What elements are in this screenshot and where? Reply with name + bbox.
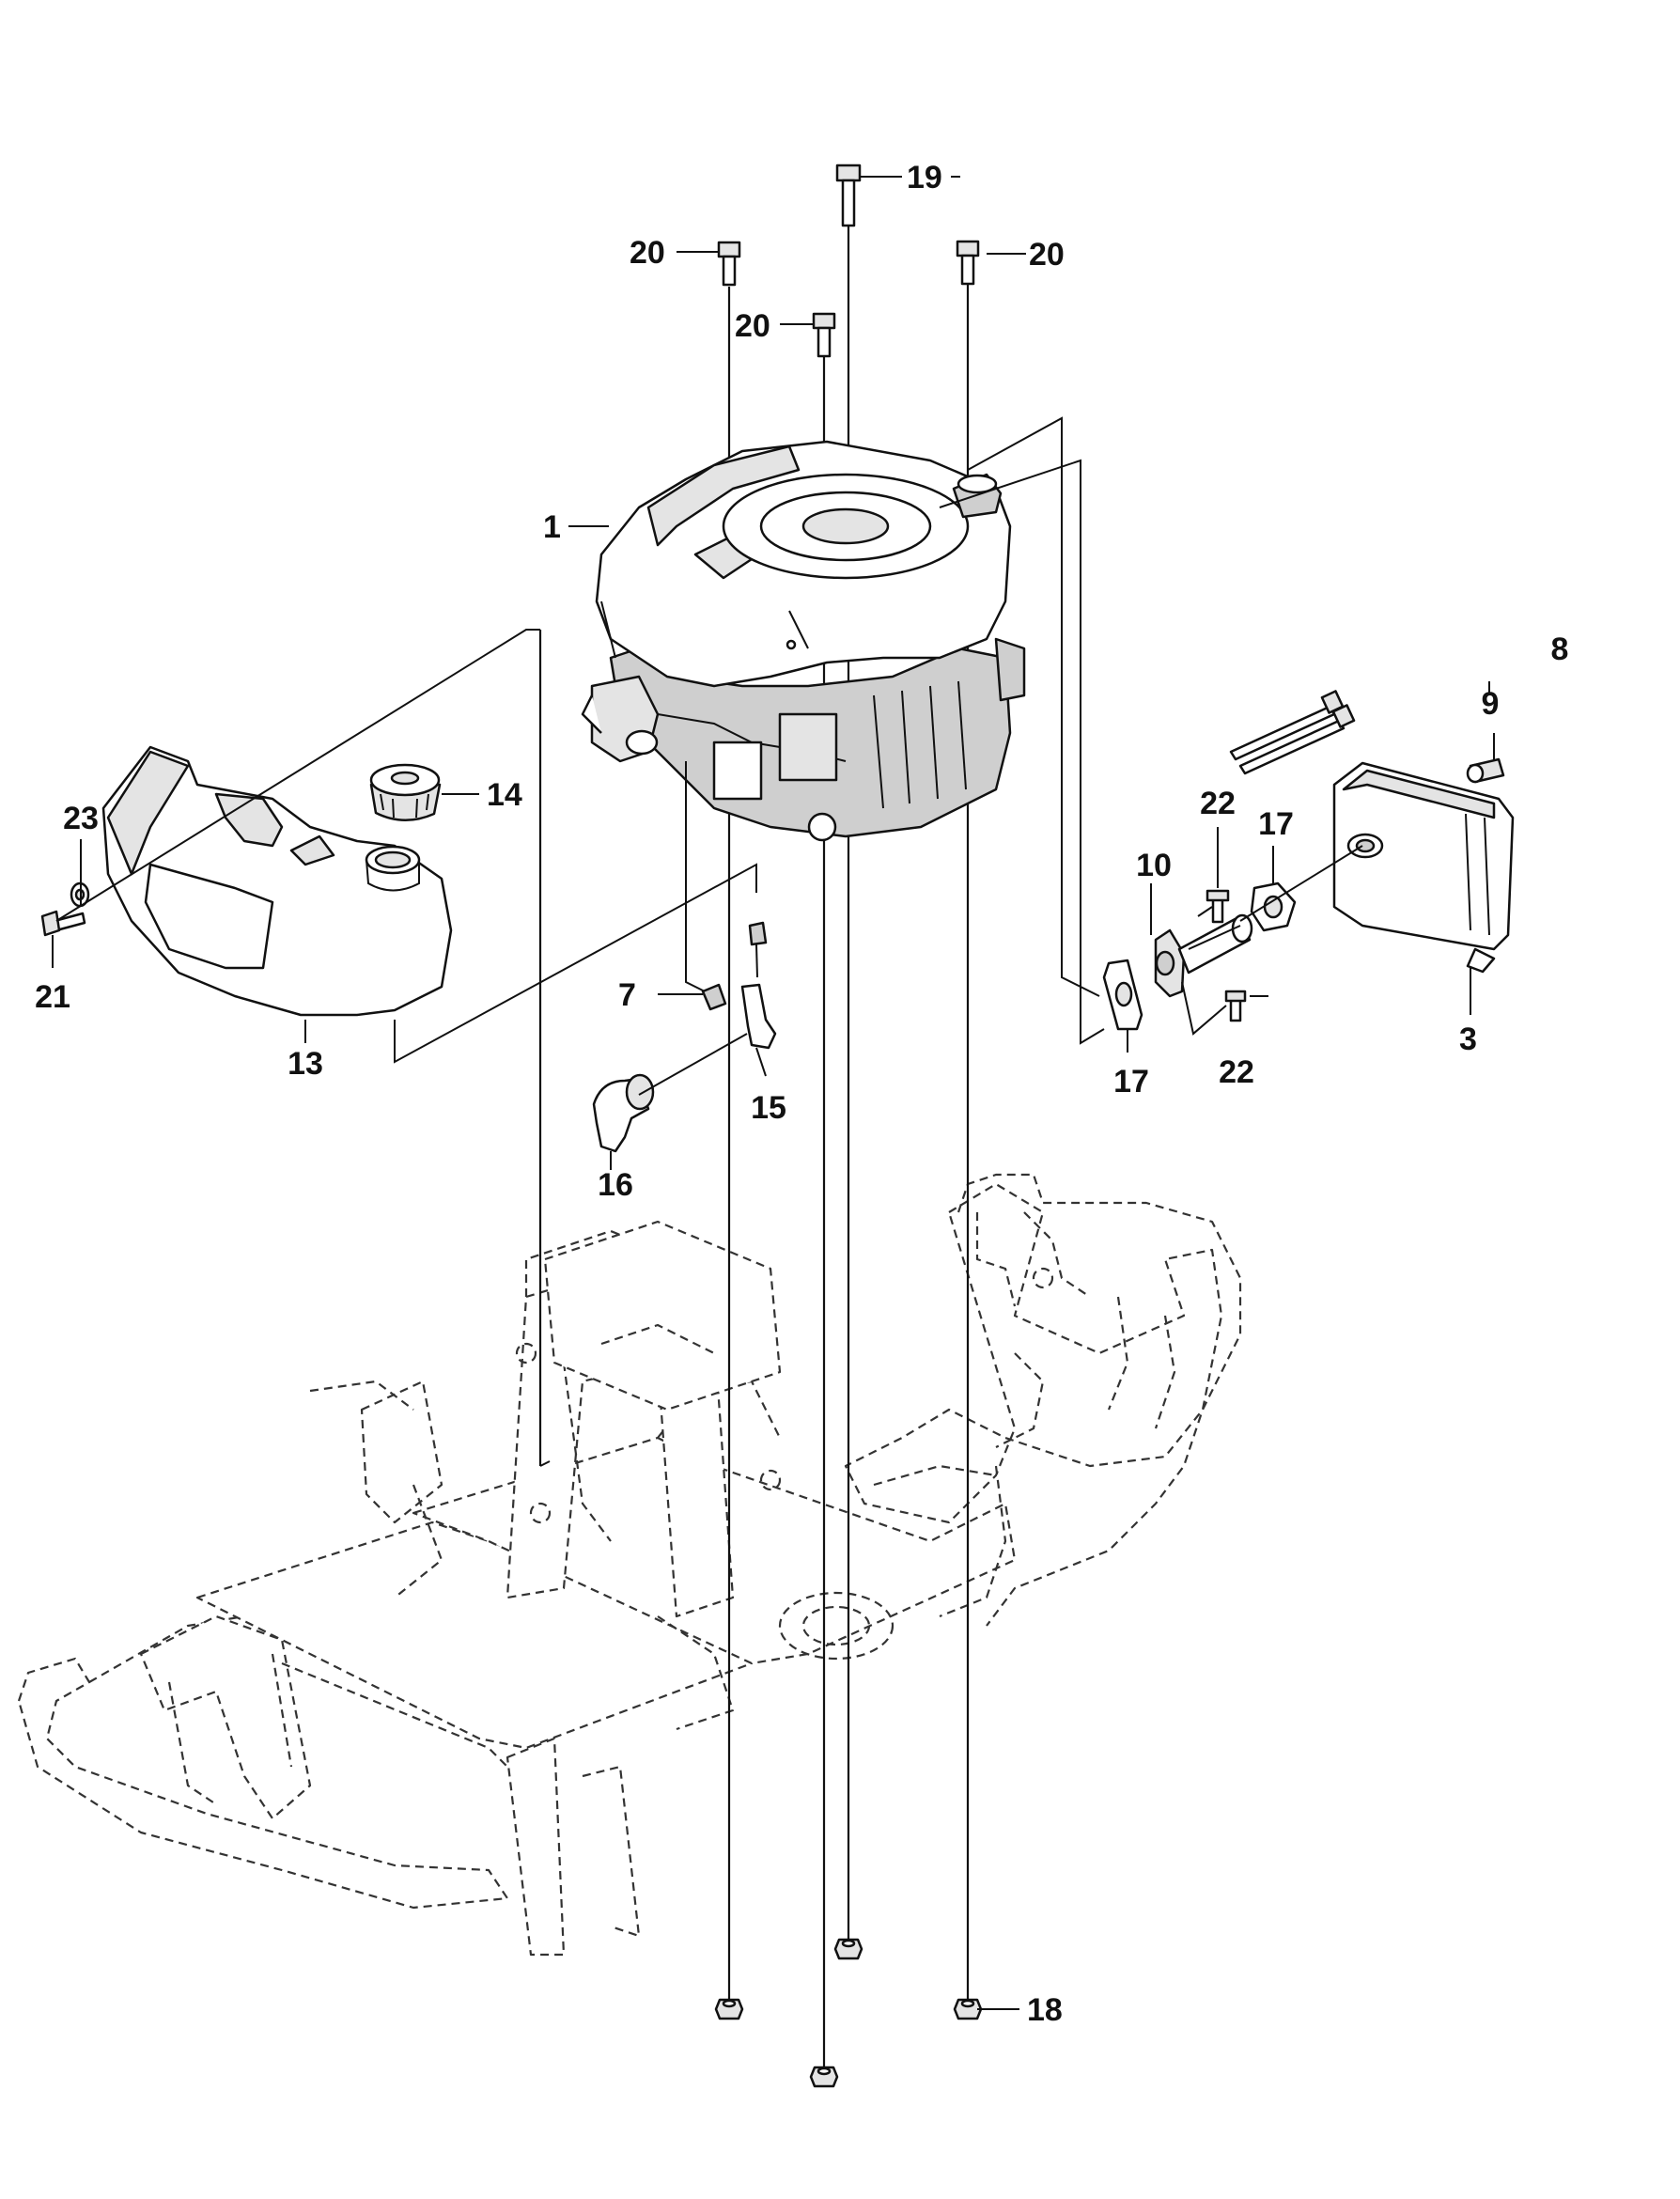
callout-22-upper: 22 — [1200, 786, 1236, 821]
nut-18-center[interactable] — [833, 1938, 863, 1960]
callout-20-right: 20 — [1029, 237, 1065, 273]
leader-lines — [52, 176, 1495, 2010]
callout-9: 9 — [1482, 686, 1500, 722]
callout-16: 16 — [598, 1167, 633, 1203]
bolt-21[interactable] — [40, 910, 86, 937]
engine[interactable] — [581, 440, 1026, 842]
callout-17-lower: 17 — [1113, 1064, 1149, 1100]
callout-14: 14 — [487, 777, 522, 813]
callout-1: 1 — [543, 509, 561, 545]
bolt-20-left[interactable] — [717, 241, 741, 287]
screw-22-lower[interactable] — [1224, 990, 1247, 1022]
gasket-left[interactable] — [1102, 959, 1143, 1031]
callout-13: 13 — [288, 1046, 323, 1082]
nut-18-right[interactable] — [953, 1998, 983, 2020]
bolt-20-center[interactable] — [812, 312, 836, 358]
callout-7: 7 — [618, 977, 636, 1013]
callout-21: 21 — [35, 979, 70, 1015]
bolt-20-right[interactable] — [956, 240, 980, 286]
fuel-elbow-16[interactable] — [592, 1073, 655, 1153]
chassis-frame — [17, 1173, 1242, 1957]
callout-20-left: 20 — [630, 235, 665, 271]
callout-19: 19 — [907, 160, 942, 195]
fuel-tank[interactable] — [101, 745, 453, 1017]
callout-8: 8 — [1551, 632, 1569, 667]
fuel-hose-15[interactable] — [740, 921, 777, 1050]
fuel-cap[interactable] — [369, 763, 442, 821]
callout-22-lower: 22 — [1219, 1054, 1254, 1090]
callout-20-center: 20 — [735, 308, 770, 344]
callout-17-upper: 17 — [1258, 806, 1294, 842]
nut-18-left[interactable] — [714, 1998, 744, 2020]
bolt-8[interactable] — [1229, 690, 1356, 775]
callout-10: 10 — [1136, 848, 1172, 883]
callout-23: 23 — [63, 801, 99, 836]
nut-18-lower[interactable] — [809, 2066, 839, 2088]
callout-18: 18 — [1027, 1992, 1063, 2028]
muffler[interactable] — [1332, 761, 1515, 974]
spacer-9[interactable] — [1466, 757, 1505, 784]
bolt-19[interactable] — [835, 164, 862, 227]
callout-3: 3 — [1459, 1022, 1477, 1057]
callout-15: 15 — [751, 1090, 786, 1126]
callout-labels: 1 3 7 8 9 10 13 14 15 16 17 17 18 19 20 … — [35, 160, 1568, 2028]
hose-clamp-7[interactable] — [701, 983, 727, 1011]
screw-22-upper[interactable] — [1206, 889, 1230, 924]
